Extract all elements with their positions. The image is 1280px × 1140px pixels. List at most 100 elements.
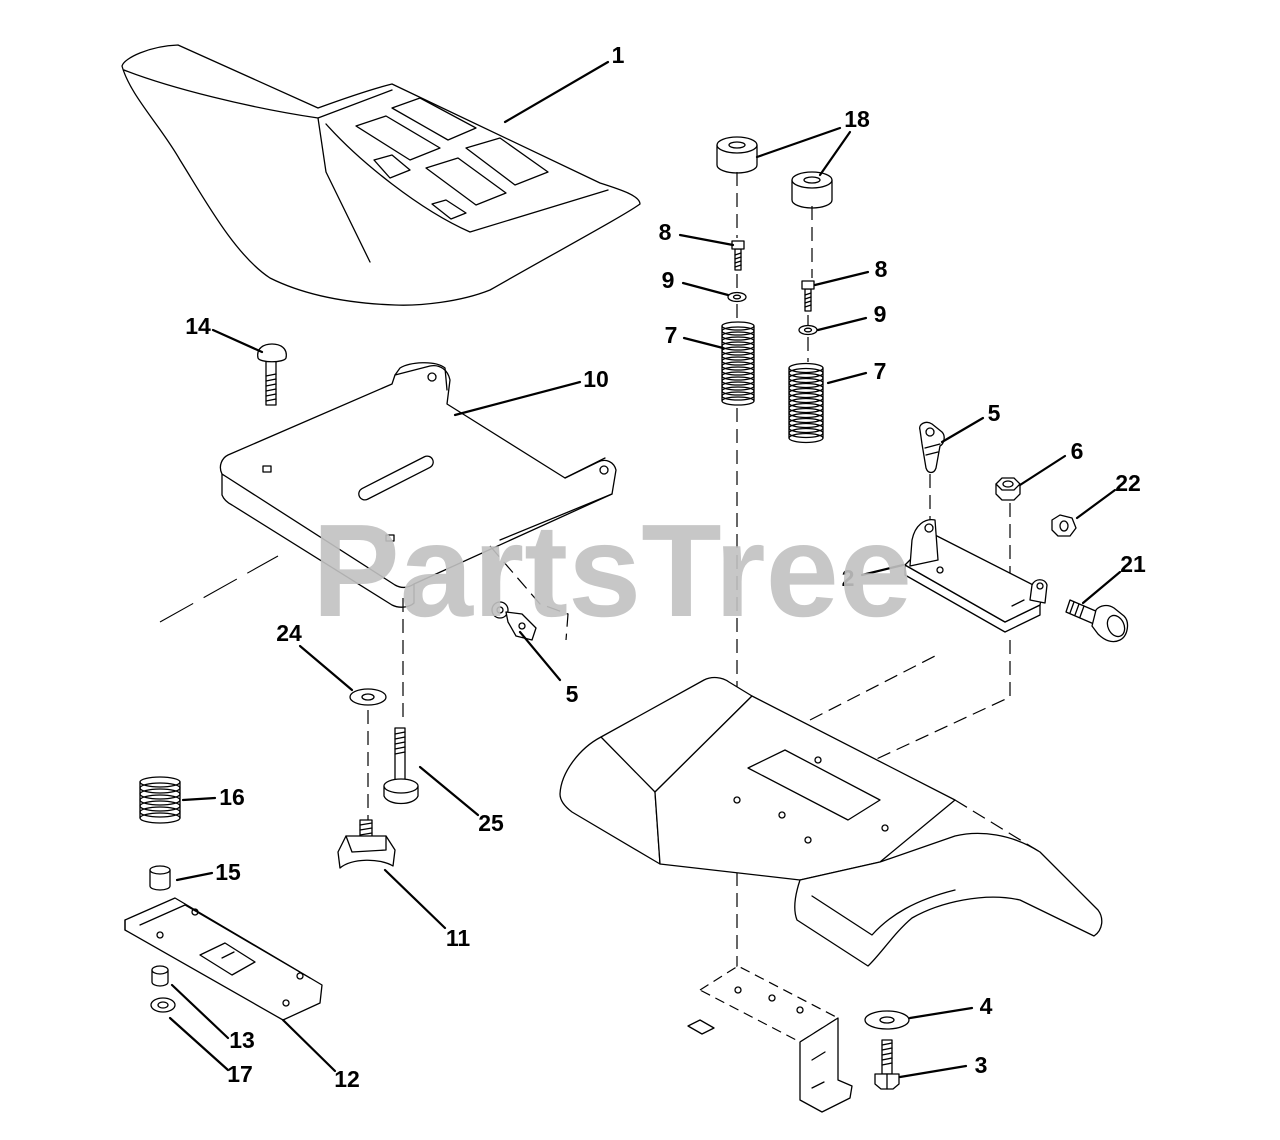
latch-body	[505, 611, 537, 641]
nut-top	[995, 477, 1021, 491]
part-washer-24	[349, 688, 387, 706]
seat-pad	[391, 97, 477, 141]
leader-line-10	[453, 380, 582, 417]
seat-side-crease	[317, 117, 371, 263]
mounting-hole	[296, 972, 304, 980]
leader-line-18-left	[755, 126, 842, 159]
latch-pivot-hole	[496, 606, 504, 614]
leader-line-5-lower	[518, 630, 562, 682]
mounting-hole	[156, 931, 164, 939]
mounting-hole	[796, 1006, 804, 1014]
mounting-hole	[778, 811, 786, 819]
callout-6: 6	[1071, 438, 1084, 464]
callout-13: 13	[229, 1027, 255, 1053]
seat-pan-underside-line	[499, 493, 613, 541]
rail-slot	[199, 942, 256, 976]
seat-pan-top	[219, 364, 617, 589]
callout-3: 3	[975, 1052, 988, 1078]
part-nut-13	[151, 965, 169, 987]
mounting-hole	[191, 908, 199, 916]
assembly-lines	[159, 172, 1011, 985]
bolt-head	[257, 343, 287, 363]
part-washer-17	[150, 997, 176, 1013]
washer-hole	[803, 327, 813, 333]
part-bolt-right	[801, 280, 815, 312]
leader-lines	[168, 60, 1122, 1079]
leader-line-25	[418, 765, 480, 817]
leader-line-2	[860, 563, 905, 577]
nut-body	[1051, 514, 1077, 537]
part-nut-6	[995, 477, 1021, 501]
part-seat-mount-bracket	[687, 965, 853, 1113]
spring-side	[721, 325, 755, 402]
bolt-thread	[1069, 601, 1085, 618]
latch-hole	[518, 622, 526, 630]
part-latch-lower	[489, 545, 569, 641]
seat-pan-side-flange	[564, 457, 606, 479]
leader-line-4	[908, 1006, 974, 1020]
callout-12: 12	[334, 1066, 360, 1092]
callout-24: 24	[276, 620, 302, 646]
assembly-line	[159, 555, 279, 623]
nut-hole	[1059, 520, 1069, 532]
leader-line-13	[170, 983, 230, 1040]
callout-2: 2	[842, 565, 855, 591]
frame-plate-raised-area	[747, 749, 881, 821]
part-shoulder-bolt	[1065, 599, 1129, 643]
leader-line-5-right	[940, 416, 985, 444]
bracket-tab	[687, 1019, 715, 1035]
callout-4: 4	[980, 993, 993, 1019]
callout-7-right: 7	[874, 358, 887, 384]
frame-right-rail	[794, 832, 1103, 967]
leader-line-9-right	[816, 316, 868, 332]
bolt-thread	[881, 1042, 893, 1066]
bushing-body	[149, 869, 171, 891]
mounting-hole	[427, 372, 437, 382]
bolt-head	[801, 280, 815, 290]
latch-detail	[924, 443, 941, 456]
part-slide-rail	[124, 897, 323, 1021]
spring-coils	[139, 776, 181, 824]
callout-22: 22	[1115, 470, 1141, 496]
seat-pad	[373, 154, 411, 179]
spring-coils	[788, 362, 824, 444]
part-knob	[337, 819, 396, 869]
bracket-slot	[811, 1051, 826, 1089]
part-nut-22	[1051, 514, 1077, 537]
frame-right-rail-edge	[811, 889, 956, 936]
bracket-slot	[1011, 599, 1025, 607]
part-bushing-left	[716, 136, 758, 174]
leader-line-3	[898, 1064, 968, 1079]
bolt-thread	[394, 731, 406, 755]
bracket-plate	[699, 965, 839, 1043]
callout-8-left: 8	[659, 219, 672, 245]
watermark-logo: PartsTree	[312, 497, 912, 644]
leader-line-18-right	[818, 130, 852, 177]
mounting-hole	[733, 796, 741, 804]
tractor-frame	[559, 655, 1103, 967]
callout-7-left: 7	[665, 322, 678, 348]
seat-pan-edge	[221, 473, 415, 608]
callout-15: 15	[215, 859, 241, 885]
seat-backrest-edge	[123, 69, 393, 119]
seat-surface-edge	[325, 123, 609, 233]
spring-coils	[721, 321, 755, 406]
part-spring-left	[721, 321, 755, 406]
callout-25: 25	[478, 810, 504, 836]
callout-10: 10	[583, 366, 609, 392]
bolt-thread	[804, 292, 812, 308]
leader-line-7-right	[826, 371, 868, 385]
seat-pan-slot	[358, 455, 434, 501]
callout-9-left: 9	[662, 267, 675, 293]
knob-body	[337, 835, 396, 869]
mounting-hole	[924, 523, 934, 533]
latch-pivot-hole	[925, 427, 935, 437]
knob-edge	[345, 835, 387, 853]
seat-pad	[425, 157, 507, 206]
bolt-head-top	[383, 778, 419, 794]
leader-line-8-right	[813, 270, 870, 287]
nut-hole	[1002, 480, 1014, 488]
callout-21: 21	[1120, 551, 1146, 577]
washer	[349, 688, 387, 706]
